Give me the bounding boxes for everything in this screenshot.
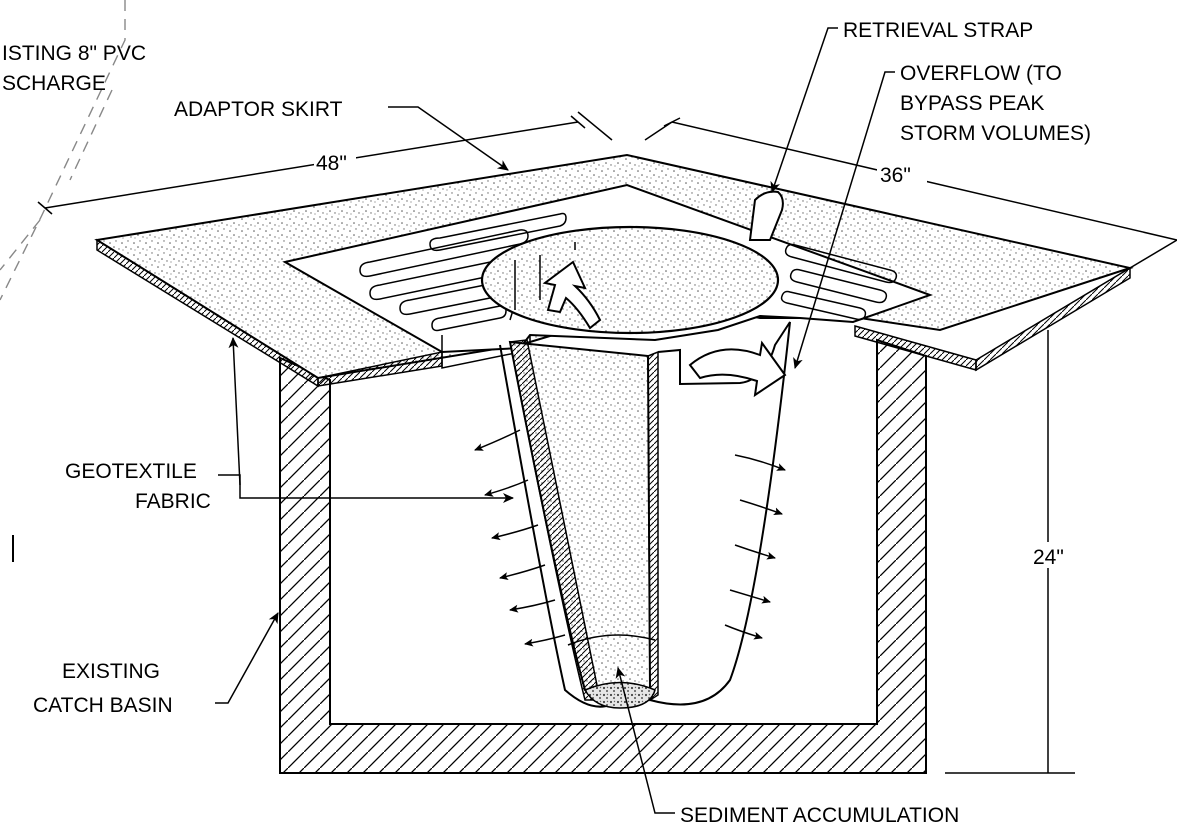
text-labels: ISTING 8" PVC SCHARGE ADAPTOR SKIRT RETR… xyxy=(2,19,1091,827)
catch-basin-label-line2: CATCH BASIN xyxy=(33,694,173,717)
filtration-arrows xyxy=(474,429,786,647)
sediment-label: SEDIMENT ACCUMULATION xyxy=(680,804,959,827)
filter-bag xyxy=(499,321,791,709)
retrieval-strap-label: RETRIEVAL STRAP xyxy=(843,19,1033,42)
pvc-label-line1: ISTING 8" PVC xyxy=(2,42,146,65)
overflow-label-line1: OVERFLOW (TO xyxy=(900,62,1062,85)
overflow-arrow-icon xyxy=(688,340,787,398)
catch-basin-label-line1: EXISTING xyxy=(62,660,160,683)
pvc-pipe-dashed-lines xyxy=(0,0,126,301)
left-filtration-arrows xyxy=(474,429,566,647)
overflow-label-line2: BYPASS PEAK xyxy=(900,92,1044,115)
geotextile-label-line2: FABRIC xyxy=(135,490,211,513)
pvc-label-line2: SCHARGE xyxy=(2,72,106,95)
inflow-arrow-icon xyxy=(542,260,602,330)
overflow-label-line3: STORM VOLUMES) xyxy=(900,122,1091,145)
dimension-texts: 48" 36" 24" xyxy=(314,148,1078,569)
depth-dimension-text: 36" xyxy=(880,164,911,187)
filter-opening xyxy=(480,225,780,335)
width-dimension-text: 48" xyxy=(316,152,347,175)
right-filtration-arrows xyxy=(724,454,786,640)
height-dimension-text: 24" xyxy=(1033,546,1064,569)
adaptor-skirt-label: ADAPTOR SKIRT xyxy=(174,98,343,121)
leader-lines xyxy=(215,27,895,814)
width-dimension-line xyxy=(37,111,613,215)
geotextile-label-line1: GEOTEXTILE xyxy=(65,460,197,483)
